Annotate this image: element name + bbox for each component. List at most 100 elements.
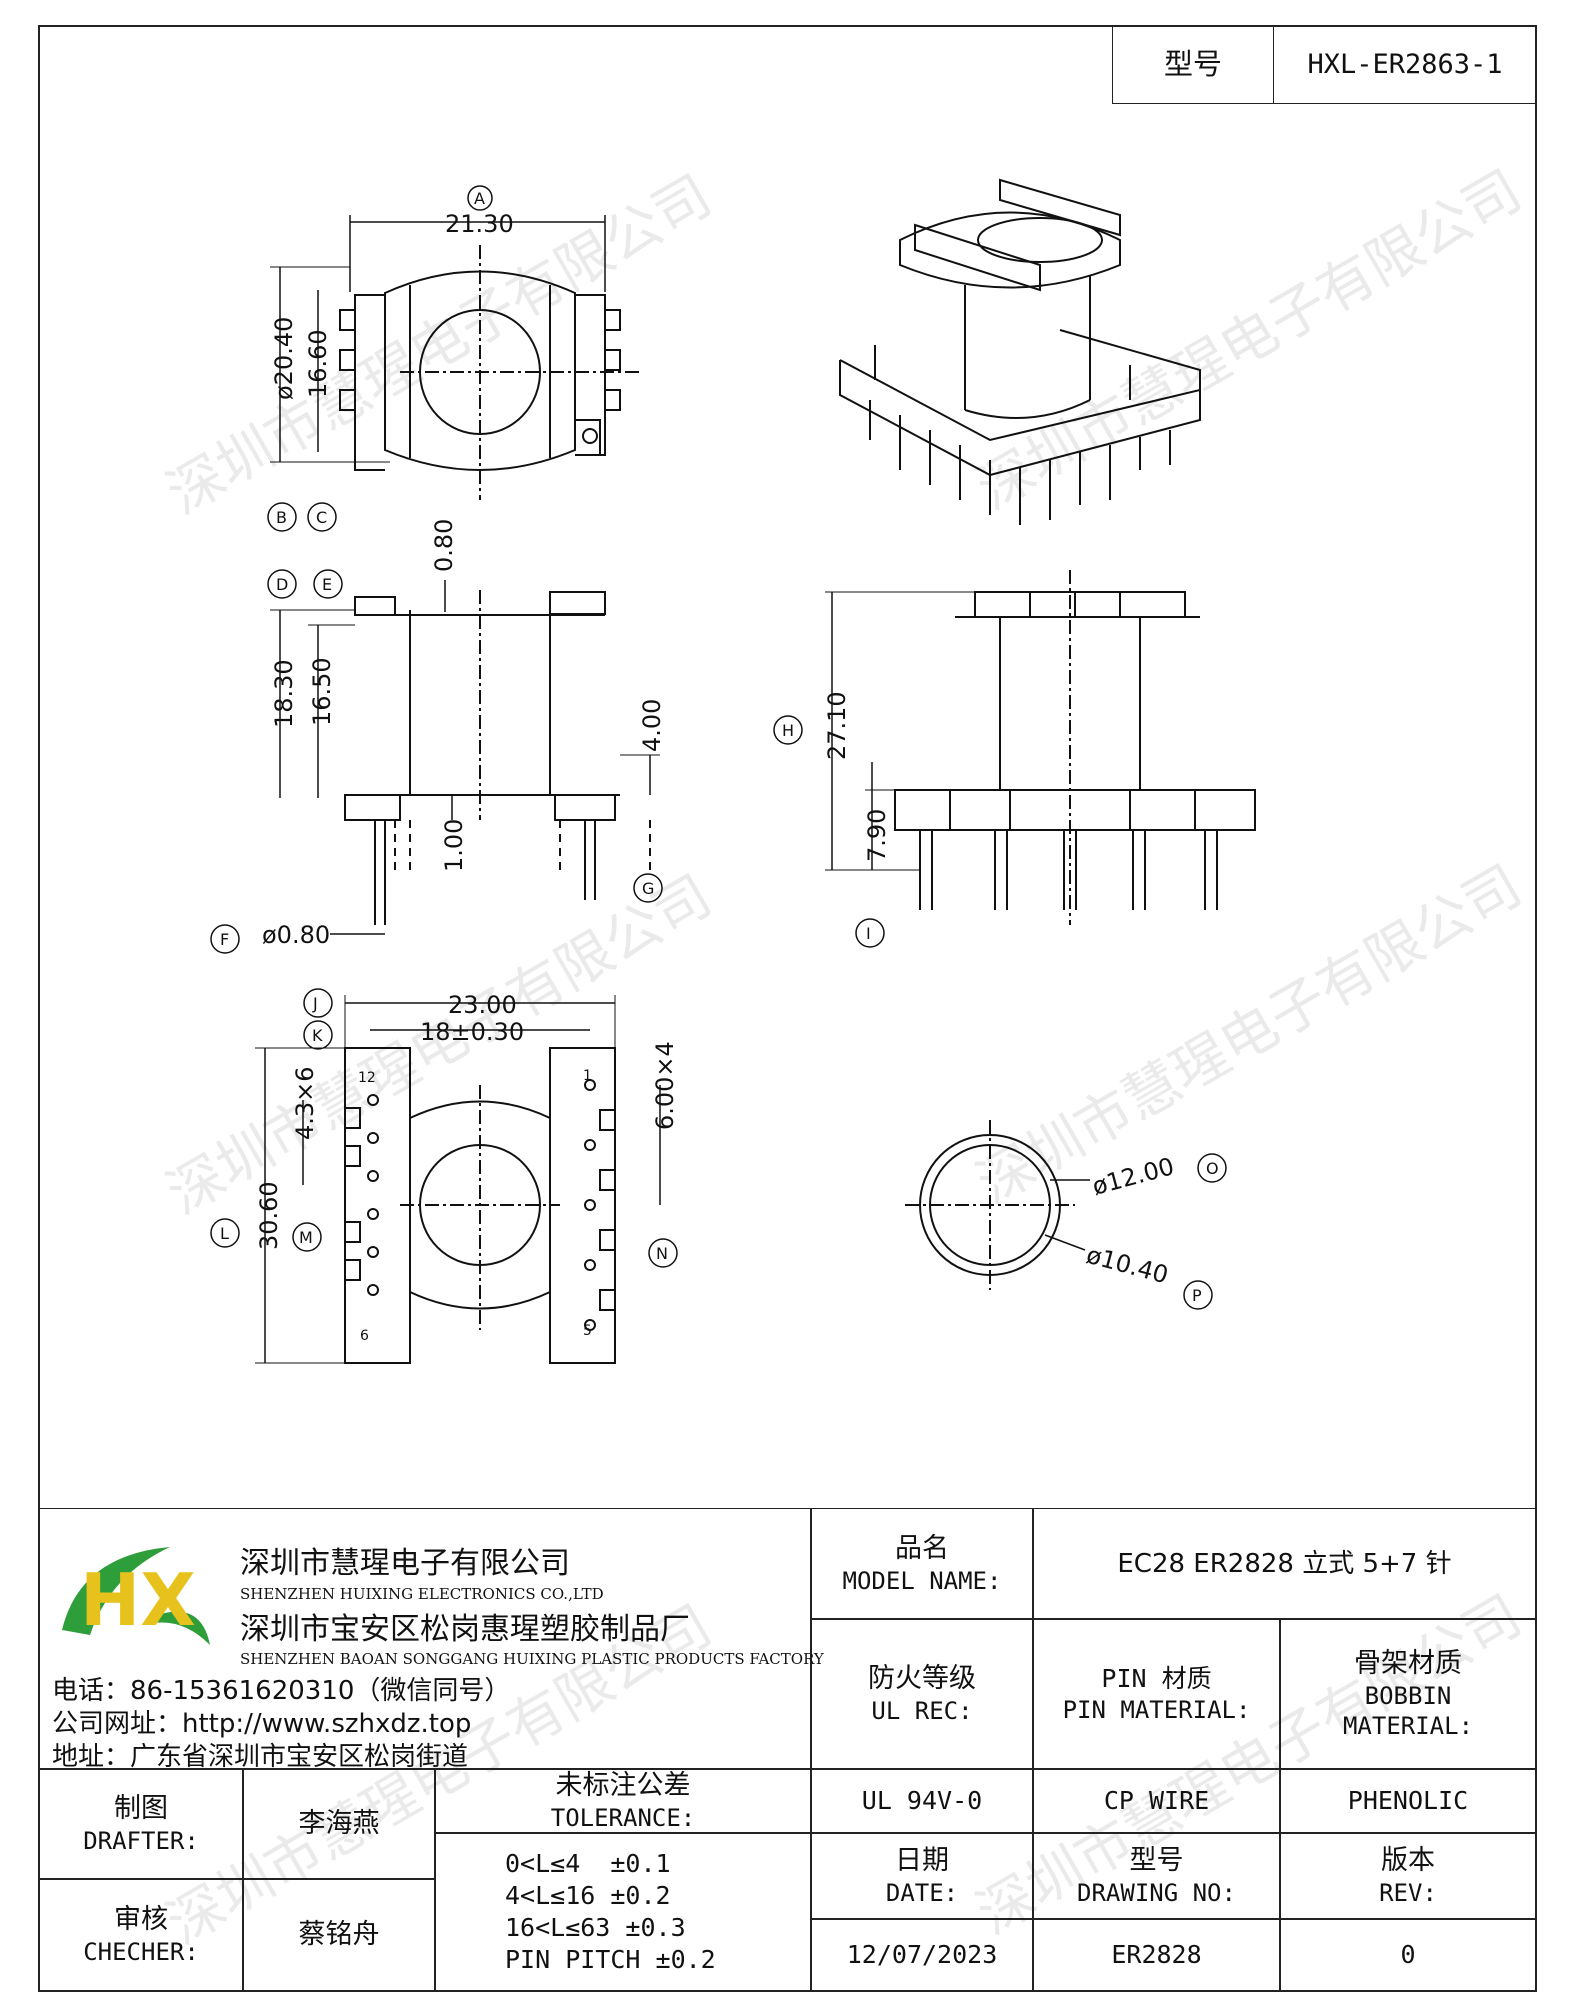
drafter-en: DRAFTER:	[83, 1826, 199, 1855]
ul-value: UL 94V-0	[810, 1768, 1034, 1834]
date-value: 12/07/2023	[810, 1918, 1034, 1992]
company-name-cn: 深圳市慧瑆电子有限公司	[240, 1546, 570, 1581]
rev-cn: 版本	[1381, 1845, 1435, 1877]
logo-letters: HX	[80, 1558, 196, 1642]
pin-material-label: PIN 材质 PIN MATERIAL:	[1032, 1618, 1281, 1770]
callout-markers: A B C D E F G H I J K L M N O P	[210, 185, 1227, 1310]
callout-h: H	[782, 721, 794, 740]
callout-b: B	[276, 508, 287, 527]
callout-e: E	[322, 575, 332, 594]
dim-bottom: 1.00	[440, 819, 468, 872]
dwg-en: DRAWING NO:	[1077, 1878, 1236, 1907]
drawing-no-label: 型号 DRAWING NO:	[1032, 1832, 1281, 1920]
company-phone: 电话：86-15361620310（微信同号）	[52, 1676, 511, 1706]
model-name-cn: 品名	[895, 1533, 949, 1565]
callout-n: N	[656, 1244, 668, 1263]
tol-en: TOLERANCE:	[550, 1803, 696, 1832]
tolerance-line: 0<L≤4 ±0.1	[505, 1849, 671, 1878]
dim-side-right: 4.00	[638, 699, 666, 752]
callout-p: P	[1192, 1286, 1202, 1305]
header-model-value: HXL-ER2863-1	[1273, 25, 1537, 104]
callout-l: L	[220, 1224, 229, 1243]
header-model-label: 型号	[1112, 25, 1274, 104]
tolerance-line: 4<L≤16 ±0.2	[505, 1881, 671, 1910]
checker-cn: 审核	[114, 1904, 168, 1936]
drafter-name: 李海燕	[242, 1768, 436, 1880]
callout-o: O	[1206, 1159, 1219, 1178]
dim-b: ø20.40	[270, 317, 298, 400]
callout-f: F	[220, 930, 229, 949]
factory-name-cn: 深圳市宝安区松岗惠瑆塑胶制品厂	[240, 1612, 690, 1647]
tolerance-line: PIN PITCH ±0.2	[505, 1945, 716, 1974]
callout-c: C	[316, 508, 327, 527]
ul-cn: 防火等级	[868, 1663, 976, 1695]
dim-p: ø10.40	[1083, 1241, 1171, 1290]
dim-pin-dia: ø0.80	[262, 921, 330, 949]
callout-d: D	[276, 575, 288, 594]
factory-name-en: SHENZHEN BAOAN SONGGANG HUIXING PLASTIC …	[240, 1650, 824, 1668]
pin-number: 6	[360, 1328, 369, 1344]
drafter-label: 制图 DRAFTER:	[38, 1768, 244, 1880]
callout-i: I	[866, 924, 871, 943]
dim-l: 30.60	[255, 1181, 283, 1250]
drawing-no-value: ER2828	[1032, 1918, 1281, 1992]
date-label: 日期 DATE:	[810, 1832, 1034, 1920]
checker-label: 审核 CHECHER:	[38, 1878, 244, 1992]
company-block	[38, 1508, 812, 1770]
pin-number: 12	[358, 1070, 376, 1086]
callout-g: G	[642, 879, 654, 898]
model-name-en: MODEL NAME:	[842, 1566, 1002, 1595]
dim-h: 27.10	[823, 691, 851, 760]
model-name-label: 品名 MODEL NAME:	[810, 1508, 1034, 1620]
tolerance-label: 未标注公差 TOLERANCE:	[434, 1768, 812, 1834]
dim-m: 4.3×6	[291, 1066, 319, 1140]
company-name-en: SHENZHEN HUIXING ELECTRONICS CO.,LTD	[240, 1585, 604, 1603]
dim-c: 16.60	[304, 329, 332, 398]
callout-m: M	[299, 1228, 313, 1247]
pin-number: 1	[583, 1068, 592, 1084]
pin-value: CP WIRE	[1032, 1768, 1281, 1834]
tolerance-line: 16<L≤63 ±0.3	[505, 1913, 686, 1942]
date-en: DATE:	[885, 1878, 959, 1907]
tolerance-values: 0<L≤4 ±0.1 4<L≤16 ±0.2 16<L≤63 ±0.3 PIN …	[434, 1832, 812, 1992]
tube-section	[905, 1120, 1090, 1290]
ul-rec-label: 防火等级 UL REC:	[810, 1618, 1034, 1770]
dim-e: 16.50	[308, 657, 336, 726]
dwg-cn: 型号	[1129, 1845, 1184, 1877]
bobbin-en2: MATERIAL:	[1342, 1711, 1474, 1740]
model-name-value: EC28 ER2828 立式 5+7 针	[1032, 1508, 1537, 1620]
company-logo: HX	[62, 1547, 210, 1645]
ul-en: UL REC:	[871, 1696, 973, 1725]
date-cn: 日期	[895, 1845, 949, 1877]
dim-top-gap: 0.80	[430, 519, 458, 572]
callout-k: K	[312, 1026, 323, 1045]
bobbin-material-label: 骨架材质 BOBBIN MATERIAL:	[1279, 1618, 1537, 1770]
dim-n: 6.00×4	[651, 1041, 679, 1130]
dim-o: ø12.00	[1089, 1152, 1177, 1201]
side-view	[270, 580, 660, 935]
callout-j: J	[312, 994, 318, 1013]
elevation-view	[825, 570, 1256, 925]
engineering-drawing: 21.30 ø20.40 16.60 0.80 18.30 16.50 4.00…	[210, 178, 1256, 1364]
rev-value: 0	[1279, 1918, 1537, 1992]
bottom-view	[255, 995, 661, 1364]
rev-label: 版本 REV:	[1279, 1832, 1537, 1920]
dim-d: 18.30	[270, 659, 298, 728]
company-website[interactable]: 公司网址：http://www.szhxdz.top	[52, 1709, 472, 1739]
checker-name: 蔡铭舟	[242, 1878, 436, 1992]
bobbin-value: PHENOLIC	[1279, 1768, 1537, 1834]
callout-a: A	[474, 189, 485, 208]
checker-en: CHECHER:	[83, 1937, 199, 1966]
rev-en: REV:	[1379, 1878, 1437, 1907]
isometric-view	[839, 178, 1201, 525]
bobbin-cn: 骨架材质	[1354, 1648, 1462, 1680]
bobbin-en1: BOBBIN	[1364, 1681, 1452, 1710]
drafter-cn: 制图	[114, 1793, 168, 1825]
dim-j: 23.00	[448, 991, 517, 1019]
pin-en: PIN MATERIAL:	[1062, 1695, 1251, 1724]
top-view	[270, 215, 640, 500]
company-address: 地址：广东省深圳市宝安区松岗街道	[52, 1742, 469, 1772]
tol-cn: 未标注公差	[555, 1770, 691, 1802]
pin-number: 5	[583, 1323, 592, 1339]
dim-i: 7.90	[863, 809, 891, 862]
